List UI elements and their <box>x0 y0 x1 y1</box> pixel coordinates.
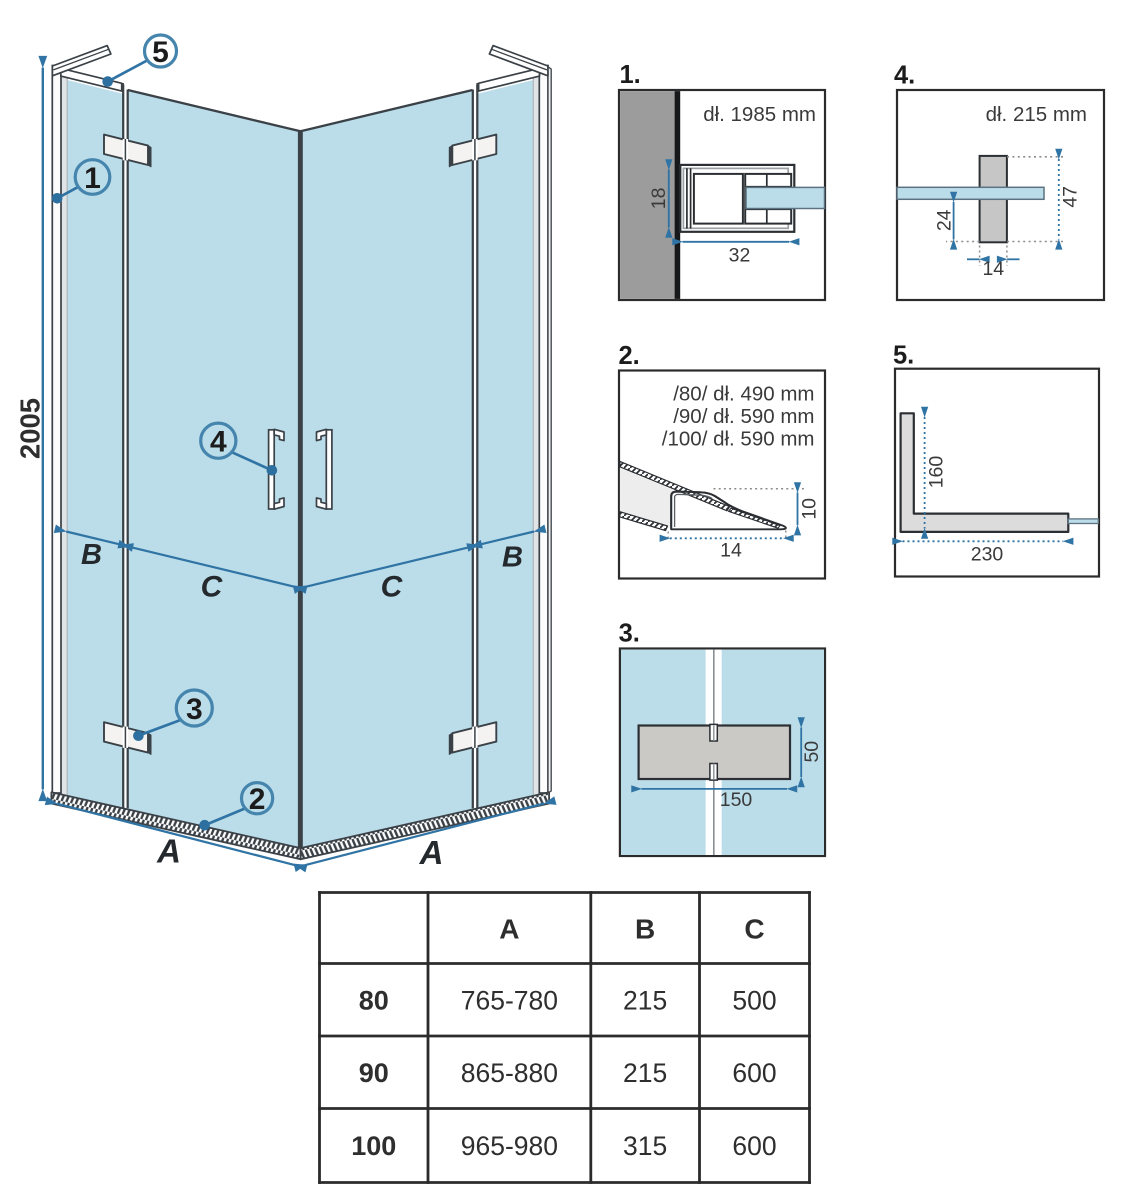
svg-text:50: 50 <box>801 741 823 763</box>
svg-text:/90/ dł. 590 mm: /90/ dł. 590 mm <box>673 405 814 428</box>
svg-text:315: 315 <box>623 1131 667 1161</box>
svg-text:865-880: 865-880 <box>461 1058 558 1088</box>
svg-text:A: A <box>419 834 444 871</box>
svg-text:dł. 215 mm: dł. 215 mm <box>986 103 1087 126</box>
svg-text:215: 215 <box>623 1058 667 1088</box>
svg-text:18: 18 <box>648 188 670 210</box>
svg-text:600: 600 <box>732 1058 776 1088</box>
svg-text:215: 215 <box>623 985 667 1015</box>
svg-text:/80/ dł. 490 mm: /80/ dł. 490 mm <box>673 383 814 406</box>
svg-text:/100/ dł. 590 mm: /100/ dł. 590 mm <box>662 428 815 451</box>
svg-text:B: B <box>502 542 523 574</box>
svg-text:14: 14 <box>720 540 742 562</box>
svg-text:4: 4 <box>210 426 227 459</box>
svg-text:600: 600 <box>732 1131 776 1161</box>
svg-text:A: A <box>156 833 181 870</box>
svg-text:2005: 2005 <box>14 398 45 459</box>
svg-text:80: 80 <box>359 985 389 1015</box>
svg-text:230: 230 <box>971 544 1004 566</box>
svg-text:2.: 2. <box>619 342 640 370</box>
svg-text:150: 150 <box>720 789 753 811</box>
svg-text:A: A <box>499 914 519 945</box>
svg-text:5: 5 <box>152 36 169 69</box>
svg-text:32: 32 <box>729 245 751 267</box>
svg-text:14: 14 <box>982 258 1004 280</box>
svg-text:1: 1 <box>84 162 101 195</box>
svg-text:500: 500 <box>732 985 776 1015</box>
svg-text:B: B <box>81 539 102 571</box>
svg-text:160: 160 <box>925 456 947 489</box>
svg-text:dł. 1985 mm: dł. 1985 mm <box>703 103 816 126</box>
svg-text:2: 2 <box>249 783 266 816</box>
svg-text:C: C <box>744 914 764 945</box>
svg-text:C: C <box>201 570 224 603</box>
svg-text:3: 3 <box>186 693 203 726</box>
svg-text:10: 10 <box>799 498 821 520</box>
svg-text:C: C <box>381 570 404 603</box>
svg-text:90: 90 <box>359 1058 389 1088</box>
svg-text:4.: 4. <box>894 62 915 90</box>
svg-text:24: 24 <box>933 209 955 231</box>
svg-text:765-780: 765-780 <box>461 985 558 1015</box>
svg-text:47: 47 <box>1059 186 1081 208</box>
svg-text:100: 100 <box>351 1131 396 1161</box>
svg-text:1.: 1. <box>620 61 641 89</box>
svg-text:965-980: 965-980 <box>461 1131 558 1161</box>
svg-text:B: B <box>635 914 655 945</box>
svg-text:5.: 5. <box>893 342 914 370</box>
svg-text:3.: 3. <box>619 620 640 648</box>
